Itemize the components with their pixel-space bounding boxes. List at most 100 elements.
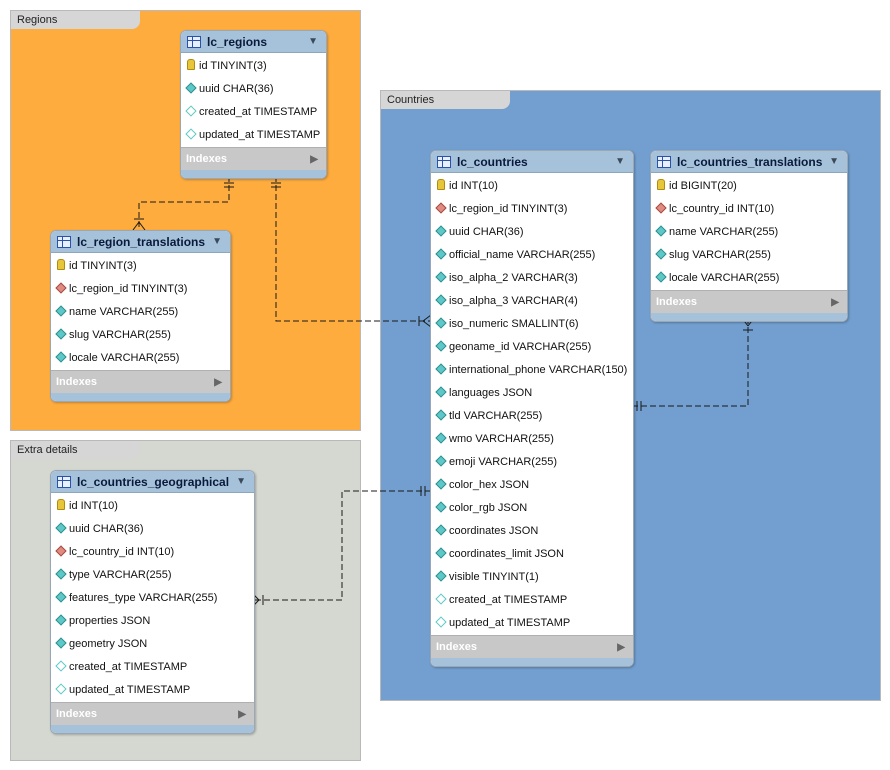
table-header[interactable]: lc_countries_geographical▼: [51, 471, 254, 493]
column-row[interactable]: uuid CHAR(36): [431, 220, 633, 243]
column-row[interactable]: lc_region_id TINYINT(3): [51, 277, 230, 300]
column-row[interactable]: official_name VARCHAR(255): [431, 243, 633, 266]
column-icon: [436, 318, 446, 330]
table-lc-regions[interactable]: lc_regions ▼ id TINYINT(3) uuid CHAR(36) cre…: [180, 30, 327, 179]
expand-arrow-icon[interactable]: ▶: [617, 641, 625, 653]
relationship-line-regions-translations: [138, 176, 230, 230]
table-header[interactable]: lc_regions ▼: [181, 31, 326, 53]
expand-arrow-icon[interactable]: ▶: [238, 708, 246, 720]
column-row[interactable]: color_hex JSON: [431, 473, 633, 496]
column-row[interactable]: lc_country_id INT(10): [51, 540, 254, 563]
column-icon: [656, 249, 666, 261]
column-row[interactable]: wmo VARCHAR(255): [431, 427, 633, 450]
indexes-section[interactable]: Indexes ▶: [181, 147, 326, 170]
key-icon: [436, 179, 446, 193]
column-label: updated_at TIMESTAMP: [449, 616, 571, 629]
indexes-section[interactable]: Indexes▶: [51, 370, 230, 393]
column-label: iso_numeric SMALLINT(6): [449, 317, 579, 330]
column-row[interactable]: id INT(10): [431, 174, 633, 197]
column-row[interactable]: locale VARCHAR(255): [51, 346, 230, 369]
collapse-arrow-icon[interactable]: ▼: [829, 156, 839, 167]
column-label: tld VARCHAR(255): [449, 409, 543, 422]
table-lc-countries[interactable]: lc_countries ▼ id INT(10) lc_region_id TINY…: [430, 150, 634, 667]
expand-arrow-icon[interactable]: ▶: [310, 153, 318, 165]
nullable-column-icon: [56, 684, 66, 696]
column-row[interactable]: iso_alpha_2 VARCHAR(3): [431, 266, 633, 289]
column-row[interactable]: id INT(10): [51, 494, 254, 517]
column-icon: [56, 592, 66, 604]
column-row[interactable]: name VARCHAR(255): [51, 300, 230, 323]
column-icon: [436, 410, 446, 422]
column-row[interactable]: iso_numeric SMALLINT(6): [431, 312, 633, 335]
column-row[interactable]: emoji VARCHAR(255): [431, 450, 633, 473]
column-row[interactable]: updated_at TIMESTAMP: [51, 678, 254, 701]
indexes-label: Indexes: [186, 153, 227, 165]
indexes-section[interactable]: Indexes▶: [431, 635, 633, 658]
column-label: languages JSON: [449, 386, 533, 399]
column-label: color_hex JSON: [449, 478, 530, 491]
column-label: uuid CHAR(36): [199, 82, 274, 95]
table-header[interactable]: lc_countries ▼: [431, 151, 633, 173]
column-row[interactable]: name VARCHAR(255): [651, 220, 847, 243]
column-row[interactable]: updated_at TIMESTAMP: [431, 611, 633, 634]
column-row[interactable]: color_rgb JSON: [431, 496, 633, 519]
column-row[interactable]: tld VARCHAR(255): [431, 404, 633, 427]
column-row[interactable]: coordinates JSON: [431, 519, 633, 542]
column-row[interactable]: slug VARCHAR(255): [51, 323, 230, 346]
column-row[interactable]: locale VARCHAR(255): [651, 266, 847, 289]
column-row[interactable]: iso_alpha_3 VARCHAR(4): [431, 289, 633, 312]
column-label: coordinates JSON: [449, 524, 539, 537]
column-label: lc_country_id INT(10): [669, 202, 775, 215]
collapse-arrow-icon[interactable]: ▼: [236, 476, 246, 487]
column-icon: [436, 295, 446, 307]
column-row[interactable]: languages JSON: [431, 381, 633, 404]
column-row[interactable]: lc_country_id INT(10): [651, 197, 847, 220]
column-label: id BIGINT(20): [669, 179, 737, 192]
column-row[interactable]: features_type VARCHAR(255): [51, 586, 254, 609]
foreign-key-icon: [436, 203, 446, 215]
table-lc-region-translations[interactable]: lc_region_translations▼id TINYINT(3) lc_r…: [50, 230, 231, 402]
column-row[interactable]: created_at TIMESTAMP: [431, 588, 633, 611]
indexes-section[interactable]: Indexes▶: [51, 702, 254, 725]
column-icon: [56, 523, 66, 535]
column-label: updated_at TIMESTAMP: [199, 128, 321, 141]
column-icon: [656, 226, 666, 238]
table-icon: [57, 235, 71, 248]
column-row[interactable]: uuid CHAR(36): [181, 77, 326, 100]
column-row[interactable]: coordinates_limit JSON: [431, 542, 633, 565]
collapse-arrow-icon[interactable]: ▼: [212, 236, 222, 247]
nullable-column-icon: [436, 594, 446, 606]
column-row[interactable]: lc_region_id TINYINT(3): [431, 197, 633, 220]
column-row[interactable]: type VARCHAR(255): [51, 563, 254, 586]
table-footer: [431, 658, 633, 666]
table-name: lc_countries: [457, 154, 528, 169]
column-row[interactable]: international_phone VARCHAR(150): [431, 358, 633, 381]
collapse-arrow-icon[interactable]: ▼: [615, 156, 625, 167]
column-row[interactable]: slug VARCHAR(255): [651, 243, 847, 266]
table-name: lc_countries_translations: [677, 154, 823, 169]
column-icon: [436, 502, 446, 514]
expand-arrow-icon[interactable]: ▶: [214, 376, 222, 388]
table-icon: [57, 475, 71, 488]
column-row[interactable]: geoname_id VARCHAR(255): [431, 335, 633, 358]
column-row[interactable]: created_at TIMESTAMP: [51, 655, 254, 678]
column-row[interactable]: visible TINYINT(1): [431, 565, 633, 588]
column-label: lc_region_id TINYINT(3): [69, 282, 188, 295]
column-row[interactable]: uuid CHAR(36): [51, 517, 254, 540]
column-row[interactable]: properties JSON: [51, 609, 254, 632]
table-lc-countries-geographical[interactable]: lc_countries_geographical▼id INT(10)uuid…: [50, 470, 255, 734]
table-name: lc_regions: [207, 34, 268, 49]
table-header[interactable]: lc_countries_translations ▼: [651, 151, 847, 173]
column-row[interactable]: geometry JSON: [51, 632, 254, 655]
column-row[interactable]: updated_at TIMESTAMP: [181, 123, 326, 146]
column-row[interactable]: id TINYINT(3): [181, 54, 326, 77]
table-header[interactable]: lc_region_translations▼: [51, 231, 230, 253]
indexes-section[interactable]: Indexes▶: [651, 290, 847, 313]
column-row[interactable]: id TINYINT(3): [51, 254, 230, 277]
expand-arrow-icon[interactable]: ▶: [831, 296, 839, 308]
column-row[interactable]: id BIGINT(20): [651, 174, 847, 197]
table-lc-countries-translations[interactable]: lc_countries_translations ▼ id BIGINT(20) l…: [650, 150, 848, 322]
collapse-arrow-icon[interactable]: ▼: [308, 36, 318, 47]
column-label: lc_region_id TINYINT(3): [449, 202, 568, 215]
column-row[interactable]: created_at TIMESTAMP: [181, 100, 326, 123]
